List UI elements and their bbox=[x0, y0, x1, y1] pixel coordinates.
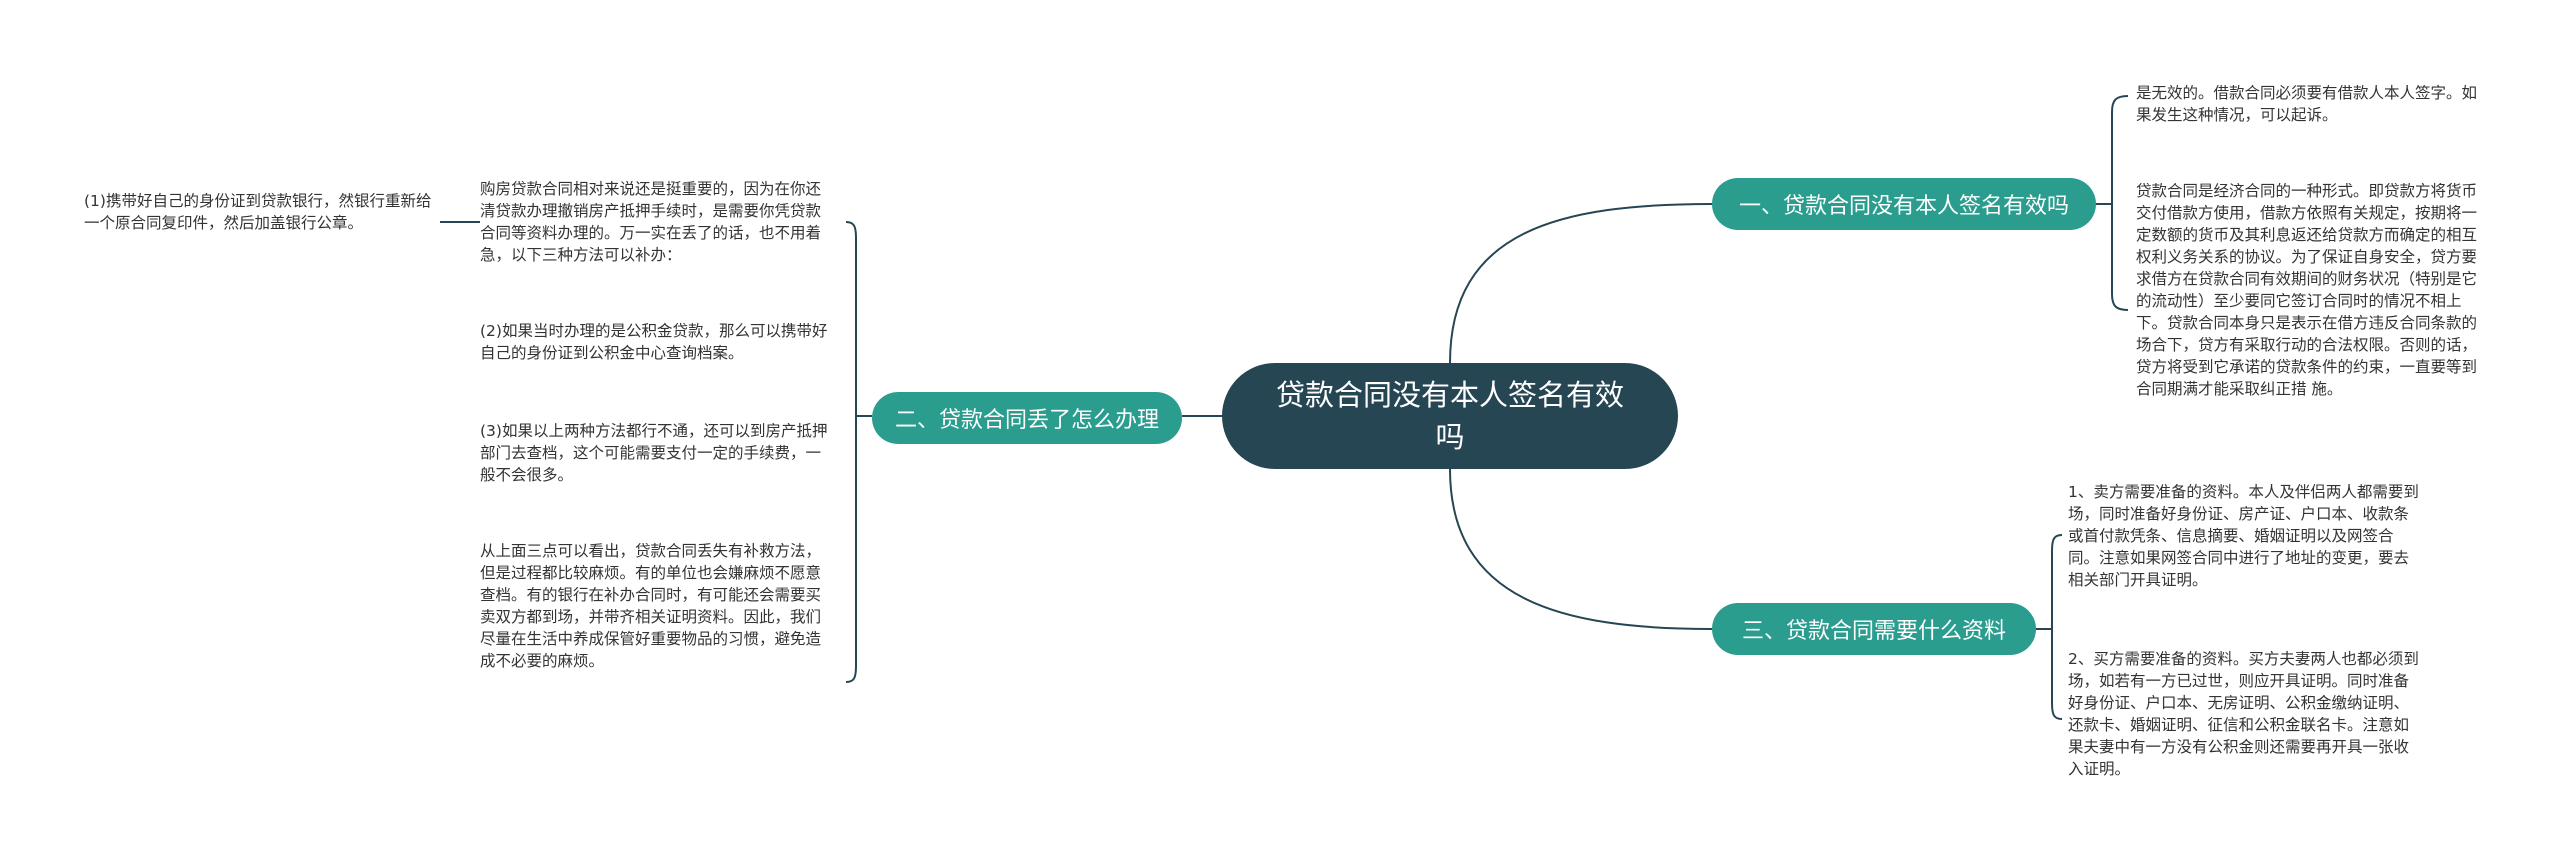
edge-root-branch1 bbox=[1449, 203, 1713, 364]
leaf-node: 从上面三点可以看出，贷款合同丢失有补救方法，但是过程都比较麻烦。有的单位也会嫌麻… bbox=[480, 542, 822, 670]
subleaf-node: (1)携带好自己的身份证到贷款银行，然银行重新给一个原合同复印件，然后加盖银行公… bbox=[84, 192, 432, 232]
root-title: 贷款合同没有本人签名有效吗 bbox=[1275, 378, 1624, 454]
bracket-branch2-vertical bbox=[845, 221, 857, 683]
leaf-node: (2)如果当时办理的是公积金贷款，那么可以携带好自己的身份证到公积金中心查询档案… bbox=[480, 322, 828, 362]
branch-label: 三、贷款合同需要什么资料 bbox=[1741, 619, 2006, 644]
leaf-node: 1、卖方需要准备的资料。本人及伴侣两人都需要到场，同时准备好身份证、房产证、户口… bbox=[2068, 483, 2419, 589]
bracket-branch3-vertical bbox=[2051, 534, 2063, 720]
branch-label: 二、贷款合同丢了怎么办理 bbox=[894, 408, 1159, 433]
bracket-branch1-vertical bbox=[2111, 95, 2129, 311]
leaf-node: 购房贷款合同相对来说还是挺重要的，因为在你还清贷款办理撤销房产抵押手续时，是需要… bbox=[480, 180, 822, 264]
leaf-node: 2、买方需要准备的资料。买方夫妻两人也都必须到场，如若有一方已过世，则应开具证明… bbox=[2068, 650, 2419, 778]
root-node[interactable]: 贷款合同没有本人签名有效吗 bbox=[1222, 363, 1678, 469]
leaf-node: 贷款合同是经济合同的一种形式。即贷款方将货币交付借款方使用，借款方依照有关规定，… bbox=[2136, 182, 2478, 398]
edge-root-branch3 bbox=[1449, 468, 1713, 630]
branch-node-2[interactable]: 二、贷款合同丢了怎么办理 bbox=[872, 392, 1182, 444]
branch-label: 一、贷款合同没有本人签名有效吗 bbox=[1738, 194, 2069, 219]
branch-node-3[interactable]: 三、贷款合同需要什么资料 bbox=[1712, 603, 2036, 655]
leaf-node: 是无效的。借款合同必须要有借款人本人签字。如果发生这种情况，可以起诉。 bbox=[2136, 84, 2478, 124]
leaf-node: (3)如果以上两种方法都行不通，还可以到房产抵押部门去查档，这个可能需要支付一定… bbox=[480, 422, 828, 484]
branch-node-1[interactable]: 一、贷款合同没有本人签名有效吗 bbox=[1712, 178, 2096, 230]
